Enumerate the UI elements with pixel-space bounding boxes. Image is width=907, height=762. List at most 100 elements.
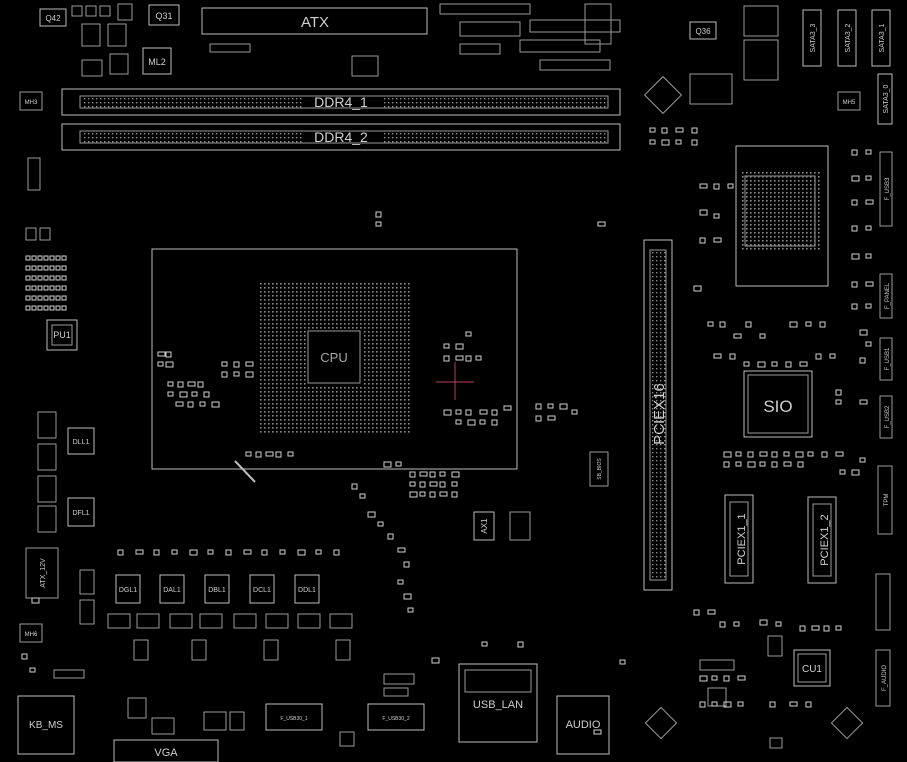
smd-pad [675,139,682,145]
smd-pad [785,361,792,368]
svg-text:DDR4_2: DDR4_2 [314,129,368,145]
smd-pad [799,625,806,632]
smd-pad [397,579,404,585]
smd-pad [31,597,40,604]
smd-pad [547,403,554,409]
svg-text:F_USB1: F_USB1 [885,347,891,370]
smd-pad [225,549,232,556]
smd-pad [409,471,416,478]
smd-pad [699,237,706,244]
smd-pad [859,357,866,364]
svg-text:F_AUDIO: F_AUDIO [882,665,888,691]
smd-pad [649,139,656,145]
smd-pad [61,285,67,291]
smd-pad [429,481,438,487]
svg-text:ML2: ML2 [148,57,166,67]
smd-pad [619,659,626,665]
smd-pad [851,175,860,182]
smd-pad [55,295,61,301]
smd-pad [811,625,820,631]
smd-pad [713,213,720,219]
smd-pad [37,255,43,261]
smd-pad [797,461,804,468]
usb30-headers: F_USB30_1 F_USB30_2 [265,703,425,731]
smd-pad [547,415,556,421]
smd-pad [707,609,716,615]
svg-text:F_USB30_1: F_USB30_1 [280,716,307,722]
smd-pad [37,275,43,281]
smd-pad [25,275,31,281]
smd-pad [439,471,446,477]
smd-pad [691,139,698,146]
smd-pad [707,321,714,327]
smd-pad [735,461,742,467]
smd-pad [865,341,872,347]
smd-pad [245,451,252,457]
smd-pad [359,493,366,499]
smd-pad [177,381,184,388]
svg-text:CU1: CU1 [802,664,822,675]
smd-pad [157,361,164,367]
smd-pad [315,549,322,555]
smd-pad [55,255,61,261]
svg-text:DGL1: DGL1 [119,587,137,594]
smd-pad [21,653,28,660]
smd-pad [675,127,684,133]
smd-pad [25,305,31,311]
smd-pad [387,533,394,540]
svg-text:MH3: MH3 [25,100,38,106]
smd-pad [759,333,766,339]
ddr4-slot-2: DDR4_2 [61,123,621,151]
bottom-misc [53,635,864,749]
audio-jack: AUDIO [556,695,610,755]
chipset-bga [735,145,829,287]
smd-pad [451,481,458,487]
smd-pad [367,511,376,518]
smd-pad [865,199,874,205]
vrm-inductors: DGL1 DAL1 DBL1 DCL1 DDL1 [115,574,320,604]
smd-pad [287,451,294,457]
smd-pad [55,275,61,281]
smd-pad [395,461,402,467]
svg-text:SATA3_3: SATA3_3 [810,23,817,52]
svg-text:DDR4_1: DDR4_1 [314,94,368,110]
smd-pad [31,285,37,291]
smd-pad [25,255,31,261]
smd-pad [819,321,826,328]
vrm-mosfets [107,613,353,661]
smd-pad [661,139,670,146]
top-small-parts: MH3 [19,3,779,115]
smd-pad [711,701,718,707]
smd-pad [375,221,382,227]
smd-pad [737,701,744,707]
smd-pad [153,549,160,556]
smd-pad [771,461,778,468]
smd-pad [245,371,254,378]
smd-pad [443,355,450,362]
smd-pad [403,561,410,568]
smd-pad [597,221,606,227]
smd-pad [233,361,240,368]
smd-pad [37,265,43,271]
smd-pad [135,549,144,555]
smd-pad [699,701,706,708]
smd-pad [851,149,858,156]
cpu-socket: CPU [151,248,518,483]
smd-pad [165,351,172,358]
smd-pad [479,419,486,425]
vga-port: VGA [113,739,219,762]
smd-pad [759,461,766,467]
smd-pad [397,547,406,553]
sb-bios-chip: SB_BIOS [589,451,609,487]
svg-text:TPM: TPM [884,494,890,507]
svg-text:MH6: MH6 [25,632,38,638]
svg-text:DBL1: DBL1 [208,587,226,594]
cpu-crosshair [436,362,474,400]
svg-text:DDL1: DDL1 [298,587,316,594]
smd-pad [43,265,49,271]
smd-pad [699,183,708,189]
smd-pad [167,381,174,387]
smd-pad [419,471,428,477]
smd-pad [747,451,754,458]
smd-pad [431,657,440,664]
